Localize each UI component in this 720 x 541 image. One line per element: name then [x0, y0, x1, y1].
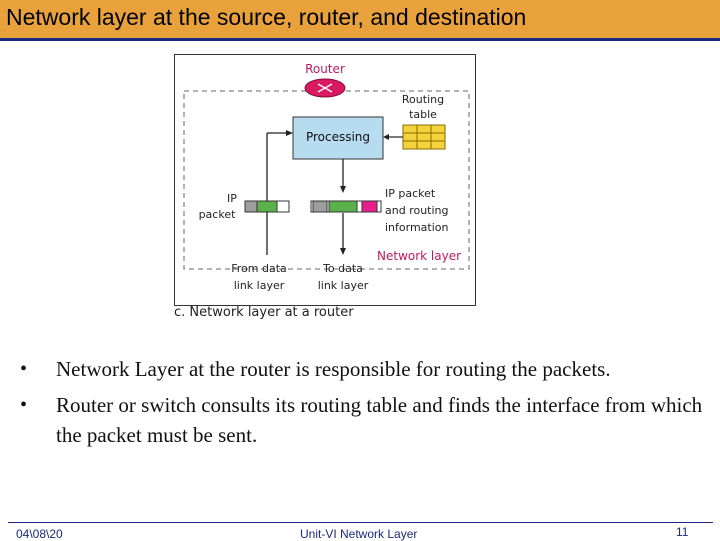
page-number: 11 [676, 525, 689, 539]
router-diagram: Router Processing Routing table IP packe… [174, 54, 476, 306]
to-data-link-label-1: To data [322, 262, 363, 275]
processing-box [292, 116, 384, 160]
title-underline [0, 38, 720, 41]
router-label: Router [305, 62, 345, 76]
bullet-item: • Network Layer at the router is respons… [20, 354, 710, 384]
from-data-link-label-2: link layer [234, 279, 285, 292]
network-layer-label: Network layer [377, 249, 461, 263]
bullet-list: • Network Layer at the router is respons… [20, 354, 710, 456]
ip-routing-label-1: IP packet [385, 187, 436, 200]
footer-date: 04\08\20 [16, 527, 63, 541]
routing-table-label-2: table [409, 108, 437, 121]
ip-routing-packet-icon [310, 200, 382, 213]
ip-packet-label-2: packet [199, 208, 237, 221]
title-bar [0, 0, 720, 38]
footer-course: Unit-VI Network Layer [300, 527, 418, 541]
ip-packet-label-1: IP [227, 192, 237, 205]
figure-caption: c. Network layer at a router [174, 305, 354, 320]
routing-table-label-1: Routing [402, 93, 444, 106]
bullet-icon: • [20, 394, 28, 416]
bullet-text: Network Layer at the router is responsib… [56, 357, 611, 381]
footer-rule [8, 522, 713, 523]
processing-label: Processing [306, 130, 370, 144]
ip-routing-label-3: information [385, 221, 449, 234]
bullet-text: Router or switch consults its routing ta… [56, 393, 703, 447]
bullet-icon: • [20, 358, 28, 380]
bullet-item: • Router or switch consults its routing … [20, 390, 710, 450]
ip-routing-label-2: and routing [385, 204, 449, 217]
to-data-link-label-2: link layer [318, 279, 369, 292]
from-data-link-label-1: From data [231, 262, 287, 275]
slide-title: Network layer at the source, router, and… [6, 4, 527, 30]
network-layer-boundary [183, 90, 470, 270]
router-diagram-svg: Router Processing Routing table IP packe… [183, 62, 470, 292]
routing-table-grid [402, 124, 446, 150]
ip-packet-icon [244, 200, 290, 213]
